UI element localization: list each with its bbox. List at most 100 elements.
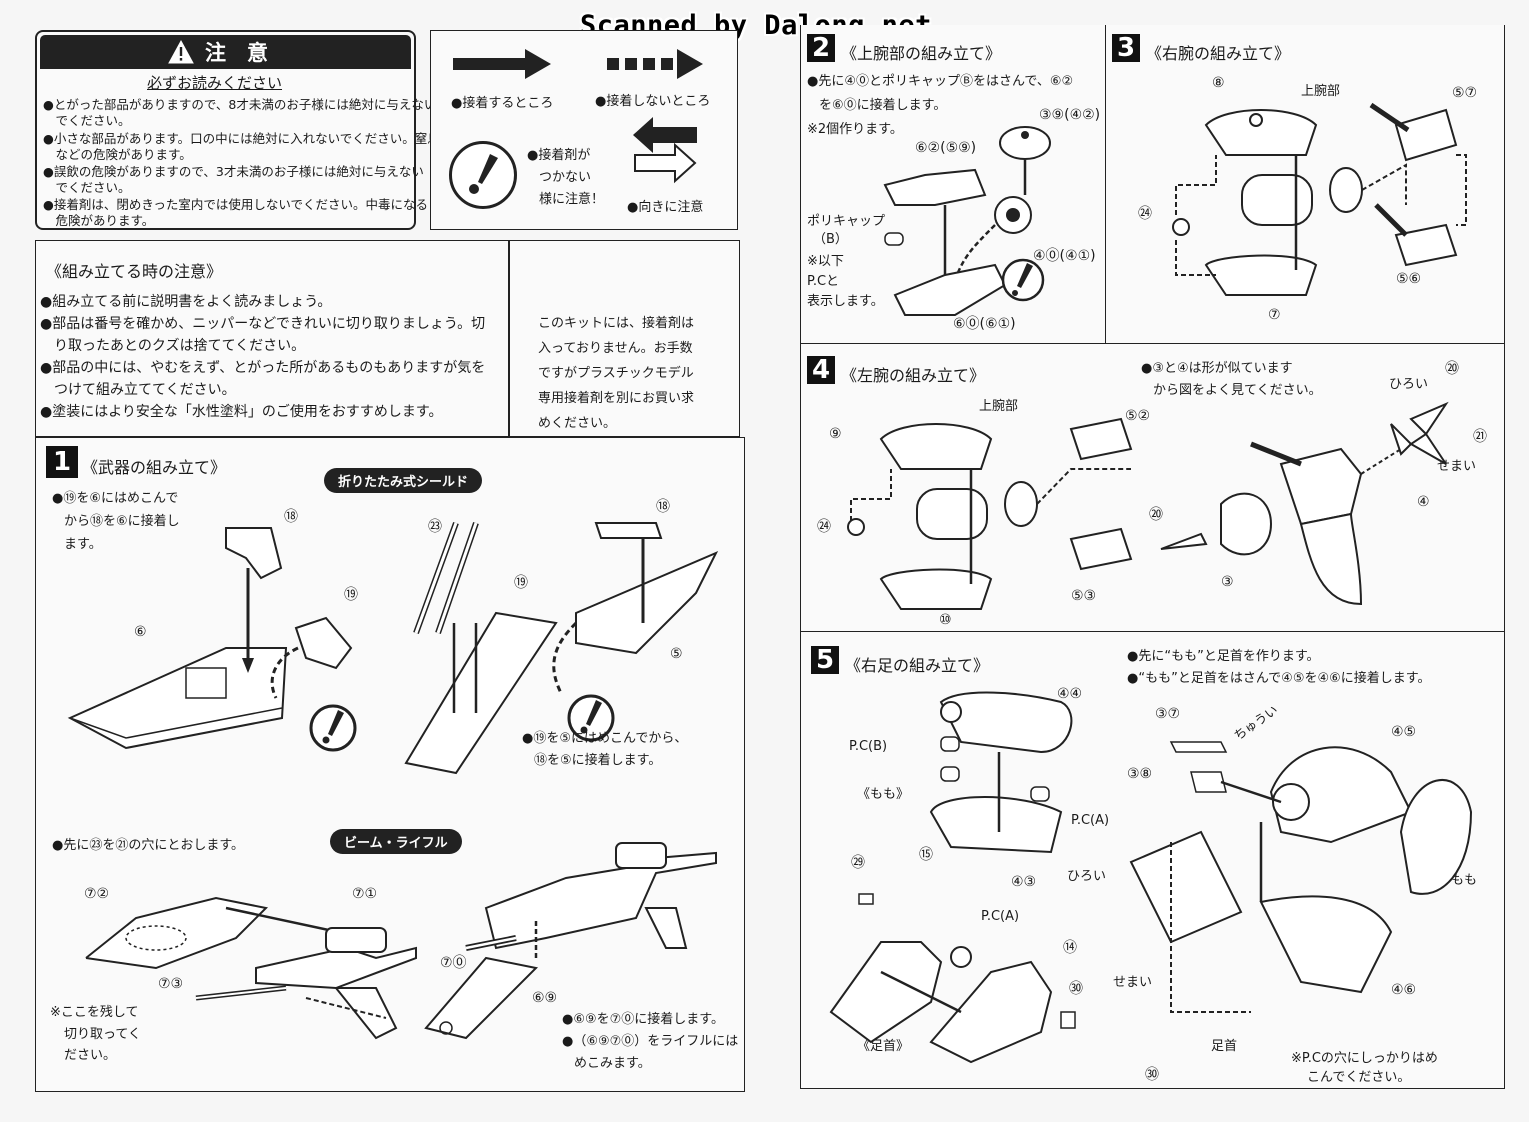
warning-triangle-icon	[168, 39, 194, 64]
callout-6: ⑥	[134, 624, 147, 640]
callout-38: ③⑧	[1127, 766, 1153, 782]
assembly-note-3: り取ったあとのクズは捨ててください。	[40, 338, 306, 354]
callout-29: ㉙	[851, 855, 865, 871]
step4-upper-arm-label: 上腕部	[979, 399, 1019, 414]
kit-note-1: このキットには、接着剤は	[538, 316, 695, 331]
callout-19a: ⑲	[344, 587, 358, 603]
solid-arrow-icon	[453, 49, 551, 79]
dashed-arrow-icon	[607, 49, 703, 79]
kit-note-4: 専用接着剤を別にお買い求	[538, 391, 695, 406]
assembly-note-6: ●塗装にはより安全な「水性塗料」のご使用をおすすめします。	[40, 404, 443, 420]
kit-note-3: ですがプラスチックモデル	[538, 366, 694, 381]
assembly-notes-box: 《組み立てる時の注意》 ●組み立てる前に説明書をよく読みましょう。 ●部品は番号…	[35, 240, 740, 437]
thigh-diagram	[929, 691, 1073, 854]
legend-direction: ●向きに注意	[627, 200, 704, 215]
step1-note-c: ●先に㉓を㉑の穴にとおします。	[52, 838, 245, 853]
pca-label-1: P.C(A)	[1071, 813, 1110, 828]
step4-panel: 4 《左腕の組み立て》 ●③と④は形が似ています から図をよく見てください。 上…	[800, 343, 1505, 633]
callout-40-41: ④⓪(④①)	[1033, 248, 1096, 264]
callout-4: ④	[1417, 494, 1430, 510]
caution-line-8: 危険があります。	[43, 213, 155, 228]
step2-note-1: ●先に④⓪とポリキャップⒷをはさんで、⑥②	[807, 74, 1074, 89]
pc-label-4: P.Cと	[807, 274, 840, 289]
caution-line-2: でください。	[43, 113, 131, 128]
step5-narrow-label: せまい	[1113, 975, 1153, 990]
callout-45: ④⑤	[1391, 724, 1417, 740]
pcb-label: P.C(B)	[849, 739, 888, 754]
callout-19b: ⑲	[514, 575, 528, 591]
callout-5: ⑤	[670, 646, 683, 662]
callout-57: ⑤⑦	[1452, 85, 1478, 101]
notes-divider	[508, 241, 510, 436]
callout-37: ③⑦	[1155, 706, 1181, 722]
caution-line-6: でください。	[43, 180, 131, 195]
step5-note-pc2: こんでください。	[1307, 1070, 1411, 1085]
callout-15: ⑮	[919, 847, 933, 863]
step1-note-d2: 切り取ってく	[64, 1027, 141, 1042]
momo-label: 《もも》	[857, 787, 910, 802]
pc-label-2: （B）	[813, 232, 848, 247]
shield-folded-diagram	[67, 527, 357, 752]
callout-69: ⑥⑨	[532, 990, 558, 1006]
forearm-diagram	[1160, 401, 1449, 606]
right-arm-diagram	[1172, 102, 1467, 296]
step1-note-a3: ます。	[64, 537, 102, 552]
step4-wide-label: ひろい	[1389, 377, 1429, 392]
shield-pill: 折りたたみ式シールド	[324, 468, 483, 493]
thigh-label: もも	[1451, 873, 1478, 888]
step4-note-2: から図をよく見てください。	[1153, 383, 1322, 398]
callout-53: ⑤③	[1071, 588, 1097, 604]
pc-label-1: ポリキャップ	[807, 214, 886, 229]
callout-52: ⑤②	[1125, 408, 1151, 424]
callout-20b: ⑳	[1149, 507, 1163, 523]
callout-70: ⑦⓪	[440, 955, 467, 971]
callout-43: ④③	[1011, 874, 1037, 890]
left-arm-diagram	[847, 417, 1133, 610]
legend-caution-1: ●接着剤が	[527, 148, 591, 163]
leg-assembly-diagram	[1129, 741, 1473, 1013]
rifle-parts-diagram	[85, 896, 417, 1040]
caution-box: 注 意 必ずお読みください ●とがった部品がありますので、8才未満のお子様には絶…	[35, 30, 440, 230]
step4-narrow-label: せまい	[1437, 459, 1477, 474]
callout-21: ㉑	[1473, 429, 1487, 445]
caution-line-5: ●誤飲の危険がありますので、3才未満のお子様には絶対に与えない	[43, 164, 424, 179]
step3-title: 《右腕の組み立て》	[1146, 44, 1291, 63]
caution-line-7: ●接着剤は、閉めきった室内では使用しないでください。中毒になる	[43, 197, 429, 212]
caution-line-4: などの危険があります。	[43, 147, 192, 162]
step5-title: 《右足の組み立て》	[845, 656, 990, 675]
callout-30a: ㉚	[1069, 981, 1083, 997]
caution-subtitle: 必ずお読みください	[147, 74, 283, 92]
step2-panel: 2 《上腕部の組み立て》 ●先に④⓪とポリキャップⒷをはさんで、⑥② を⑥⓪に接…	[800, 25, 1106, 345]
ankle-diagram	[829, 893, 1076, 1064]
callout-18a: ⑱	[284, 509, 298, 525]
step5-note-2: ●“もも”と足首をはさんで④⑤を④⑥に接着します。	[1127, 671, 1431, 686]
callout-14: ⑭	[1063, 940, 1077, 956]
callout-56: ⑤⑥	[1396, 271, 1422, 287]
step1-note-e2: ●（⑥⑨⑦⓪）をライフルには	[562, 1034, 739, 1049]
callout-71: ⑦①	[352, 886, 378, 902]
legend-caution-2: つかない	[539, 170, 592, 185]
step1-note-d1: ※ここを残して	[50, 1005, 139, 1020]
step1-note-d3: ださい。	[64, 1048, 117, 1063]
callout-44: ④④	[1057, 686, 1083, 702]
step5-note-1: ●先に“もも”と足首を作ります。	[1127, 649, 1320, 664]
legend-caution-3: 様に注意！	[539, 192, 605, 207]
callout-24: ㉔	[1138, 206, 1152, 222]
legend-box: ●接着するところ ●接着しないところ ●接着剤が つかない 様に注意！ ●向きに…	[430, 30, 738, 230]
step1-title: 《武器の組み立て》	[82, 458, 227, 477]
kit-note-2: 入っておりません。お手数	[538, 341, 693, 356]
step2-note-3: ※2個作ります。	[807, 122, 903, 137]
assembly-note-2: ●部品は番号を確かめ、ニッパーなどできれいに切り取りましょう。切	[40, 316, 486, 332]
callout-9: ⑨	[829, 426, 842, 442]
direction-arrows-icon	[633, 117, 697, 184]
assembly-note-1: ●組み立てる前に説明書をよく読みましょう。	[40, 294, 332, 310]
assembly-note-4: ●部品の中には、やむをえず、とがった所があるものもありますが気を	[40, 360, 486, 376]
callout-18b: ⑱	[656, 499, 670, 515]
step5-number: 5	[811, 645, 839, 675]
legend-glue: ●接着するところ	[451, 96, 554, 111]
rifle-pill: ビーム・ライフル	[330, 829, 462, 854]
step3-panel: 3 《右腕の組み立て》 上腕部 ⑧ ⑤⑦ ㉔ ⑤⑥ ⑦	[1105, 25, 1505, 345]
step4-number: 4	[807, 355, 835, 385]
shield-open-diagram	[404, 521, 719, 775]
callout-30b: ㉚	[1145, 1067, 1159, 1083]
